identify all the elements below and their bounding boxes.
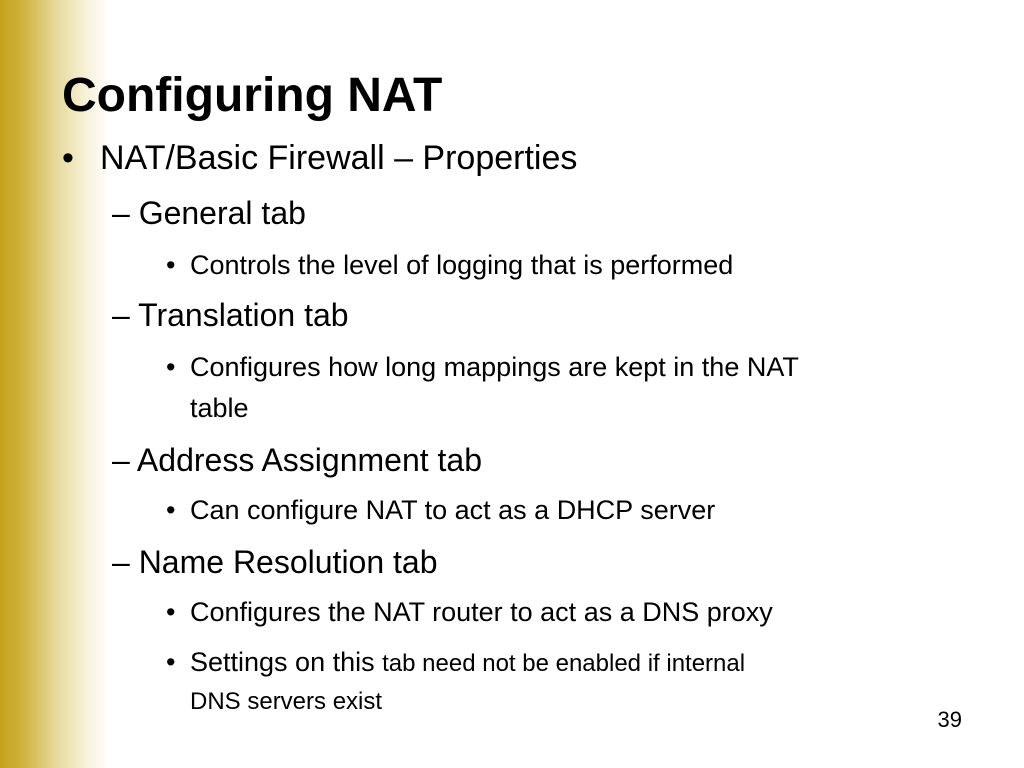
sub-item-name-resolution-tab: – Name Resolution tab: [112, 544, 438, 580]
sub-item-address-assignment-tab: – Address Assignment tab: [112, 442, 482, 478]
slide-title: Configuring NAT: [62, 69, 443, 122]
bullet-glyph: •: [166, 597, 176, 627]
settings-note-rest: tab need not be enabled if internal: [382, 650, 746, 677]
bullet-glyph: •: [166, 352, 176, 382]
bullet-glyph: •: [62, 139, 74, 177]
bullet-glyph: •: [166, 250, 176, 280]
bullet-glyph: •: [166, 495, 176, 525]
sub-item-general-tab: – General tab: [112, 195, 306, 231]
page-number: 39: [937, 707, 962, 732]
detail-text: Configures the NAT router to act as a DN…: [190, 597, 773, 627]
bullet-glyph: •: [166, 647, 176, 677]
sub-item-translation-tab: – Translation tab: [112, 297, 349, 333]
detail-text: Can configure NAT to act as a DHCP serve…: [190, 495, 716, 525]
detail-text: Controls the level of logging that is pe…: [190, 250, 734, 280]
decorative-side-band: [0, 0, 110, 768]
detail-text: DNS servers exist: [190, 688, 383, 715]
detail-text: Configures how long mappings are kept in…: [190, 352, 799, 382]
settings-note-lead: Settings on this: [190, 647, 383, 677]
bullet-text: NAT/Basic Firewall – Properties: [100, 139, 578, 177]
detail-text: table: [190, 393, 249, 423]
detail-text: Settings on this tab need not be enabled…: [190, 642, 745, 684]
